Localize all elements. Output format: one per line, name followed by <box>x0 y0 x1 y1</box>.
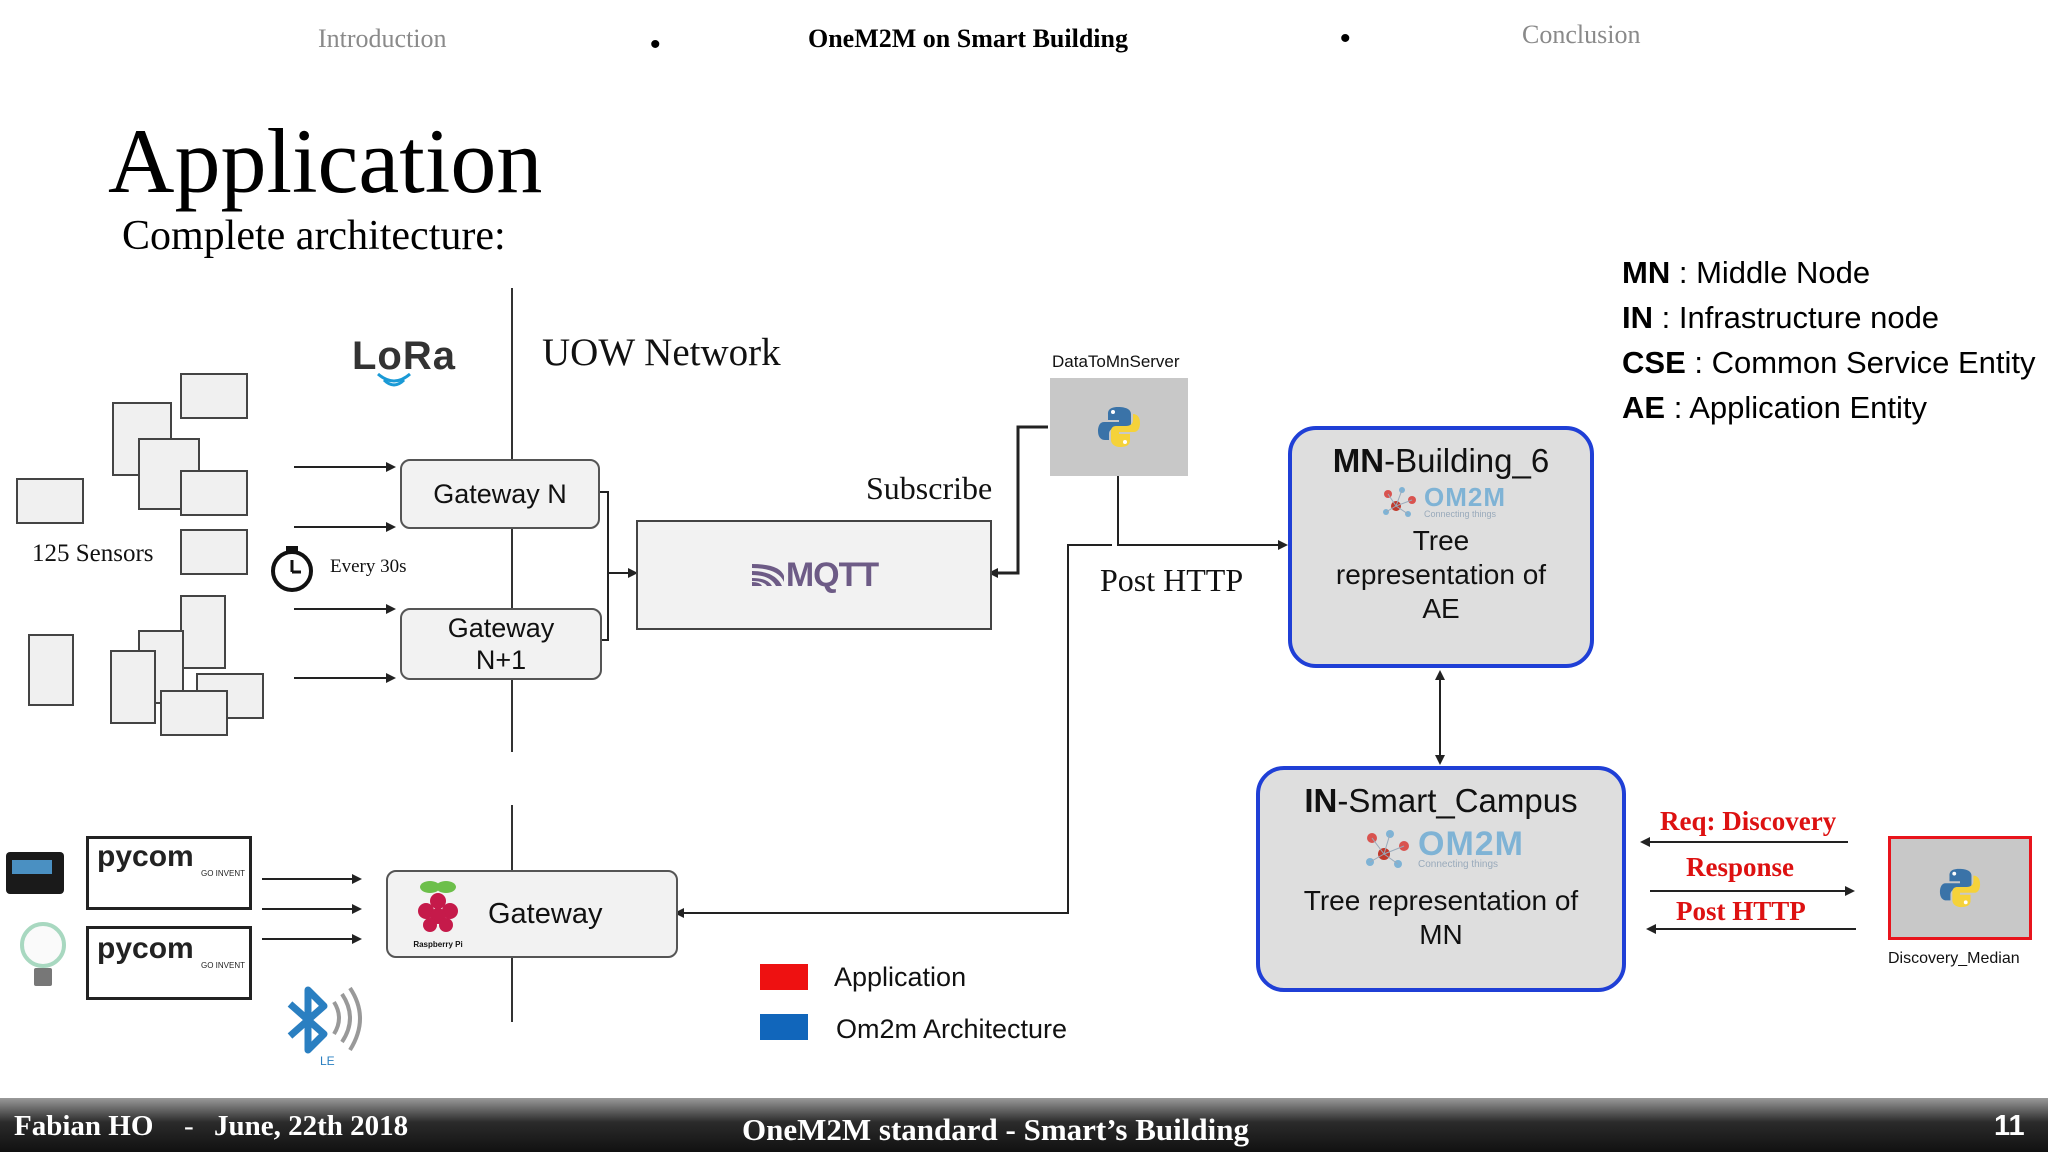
data-server-box <box>1050 378 1188 476</box>
mn-desc-line1: Tree <box>1412 525 1470 556</box>
om2m-network-icon <box>1366 830 1409 868</box>
footer-separator: - <box>184 1110 194 1142</box>
nav-current-section[interactable]: OneM2M on Smart Building <box>808 24 1128 53</box>
nav-conclusion[interactable]: Conclusion <box>1522 20 1641 49</box>
footer-center-title: OneM2M standard - Smart’s Building <box>742 1112 1249 1147</box>
post-http-red-label: Post HTTP <box>1676 896 1806 926</box>
bluetooth-icon <box>287 986 362 1054</box>
slide-subtitle: Complete architecture: <box>122 213 506 259</box>
lora-signal-icon <box>377 372 411 387</box>
sensor-node <box>160 690 228 736</box>
pycom-device-2: pycom GO INVENT <box>86 926 252 1000</box>
legend-om2m-label: Om2m Architecture <box>836 1014 1068 1044</box>
mn-desc-line3: AE <box>1422 593 1460 624</box>
footer-bar <box>0 1098 2048 1152</box>
sensors-label: 125 Sensors <box>32 540 154 567</box>
glossary-cse: CSE : Common Service Entity <box>1622 345 2036 380</box>
mqtt-broker: MQTT <box>636 520 992 630</box>
python-icon <box>1098 407 1140 447</box>
legend-application-swatch <box>760 964 808 990</box>
response-label: Response <box>1686 852 1795 882</box>
slide-title: Application <box>108 110 543 212</box>
sensor-node <box>180 373 248 419</box>
mqtt-logo: MQTT <box>785 555 879 594</box>
legend-om2m-swatch <box>760 1014 808 1040</box>
bulb-base <box>34 968 52 986</box>
mn-title: MN-Building_6 <box>1332 442 1550 479</box>
mn-building-node: MN-Building_6 OM2M Connecting things Tre… <box>1288 426 1594 668</box>
legend-application-label: Application <box>834 962 967 992</box>
sensor-node <box>180 595 226 669</box>
mn-desc-line2: representation of <box>1335 559 1547 590</box>
sensor-node <box>16 478 84 524</box>
interval-label: Every 30s <box>330 556 407 577</box>
in-desc-line1: Tree representation of <box>1303 885 1579 916</box>
in-desc-line2: MN <box>1419 919 1463 950</box>
sensor-node <box>180 529 248 575</box>
nav-dot: • <box>1340 22 1351 55</box>
req-discovery-label: Req: Discovery <box>1660 806 1837 836</box>
sensor-node <box>110 650 156 724</box>
subscribe-label: Subscribe <box>866 470 993 506</box>
in-title: IN-Smart_Campus <box>1304 782 1578 819</box>
nav-introduction[interactable]: Introduction <box>318 24 447 53</box>
python-icon <box>1939 868 1981 908</box>
lora-logo: LoRa <box>352 334 456 378</box>
raspberry-pi-gateway: Raspberry Pi Gateway <box>386 870 678 958</box>
lopy-board-icon <box>6 852 64 894</box>
om2m-logo: OM2M Connecting things <box>1260 820 1622 878</box>
footer-author: Fabian HO <box>14 1110 154 1142</box>
sensor-node <box>180 470 248 516</box>
post-http-label: Post HTTP <box>1100 562 1244 598</box>
rpi-gateway-label: Gateway <box>488 897 603 930</box>
led-bulb-icon <box>20 922 66 968</box>
network-label: UOW Network <box>542 331 781 374</box>
discovery-median-box <box>1888 836 2032 940</box>
in-smart-campus-node: IN-Smart_Campus OM2M Connecting things T… <box>1256 766 1626 992</box>
mqtt-logo-icon <box>751 564 784 586</box>
gateway-n: Gateway N <box>400 459 600 529</box>
data-server-label: DataToMnServer <box>1052 352 1180 371</box>
glossary-ae: AE : Application Entity <box>1622 390 1928 425</box>
om2m-network-icon <box>1383 487 1416 517</box>
glossary-in: IN : Infrastructure node <box>1622 300 1940 335</box>
pycom-device-1: pycom GO INVENT <box>86 836 252 910</box>
raspberry-pi-icon <box>418 881 458 932</box>
footer-date: June, 22th 2018 <box>214 1110 409 1142</box>
discovery-median-label: Discovery_Median <box>1888 950 2020 967</box>
glossary-mn: MN : Middle Node <box>1622 255 1871 290</box>
bluetooth-caption: LE <box>320 1054 335 1068</box>
om2m-logo: OM2M Connecting things <box>1292 480 1590 524</box>
stopwatch-icon <box>271 546 313 592</box>
footer-page-number: 11 <box>1994 1110 2025 1142</box>
sensor-node <box>28 634 74 706</box>
nav-dot: • <box>650 28 661 61</box>
